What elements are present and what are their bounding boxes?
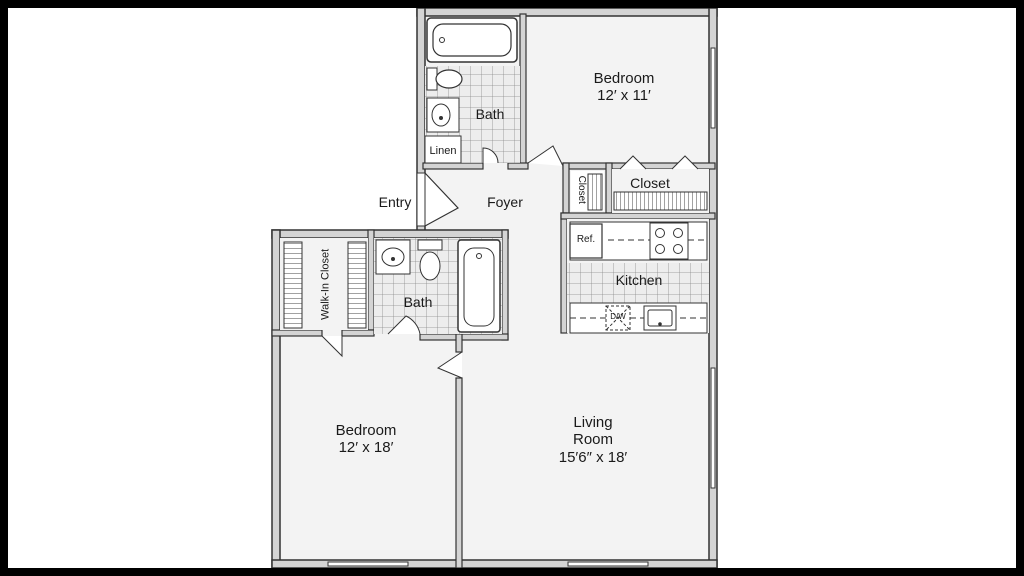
living-room-label: Living Room 15′6″ x 18′ [538, 414, 648, 466]
bedroom-bottom-name: Bedroom [335, 422, 397, 439]
wall-top [416, 8, 718, 17]
bedroom-bottom-dims: 12′ x 18′ [338, 439, 394, 457]
dw-label: D/W [610, 312, 626, 321]
bath-top-label: Bath [475, 106, 505, 122]
floor-plan: Bedroom 12′ x 11′ Bath Linen Entry Foyer… [8, 8, 1016, 568]
bedroom-top-dims: 12′ x 11′ [597, 87, 651, 105]
small-closet-label: Closet [575, 175, 587, 204]
living-door [436, 351, 463, 379]
wall-wing-left [271, 229, 281, 568]
top-bath [424, 17, 520, 164]
walkin-label: Walk-In Closet [319, 248, 332, 320]
kitchen-area [567, 219, 709, 334]
living-name-1: Living [573, 414, 613, 431]
living-name-2: Room [572, 431, 613, 449]
right-closet-label: Closet [630, 175, 670, 191]
small-closet [571, 171, 604, 211]
right-closet [612, 155, 709, 213]
ref-label: Ref. [576, 234, 596, 245]
wall-wing-top [271, 229, 509, 239]
floor-plan-drawing [271, 8, 718, 568]
lower-bath [374, 238, 502, 335]
wall-bottom [271, 559, 718, 568]
linen-label: Linen [429, 145, 457, 157]
living-dims: 15′6″ x 18′ [558, 448, 628, 466]
bedroom-top-name: Bedroom [593, 70, 655, 87]
windows [327, 47, 716, 567]
bedroom-bottom-label: Bedroom 12′ x 18′ [316, 422, 416, 457]
bedroom-top-label: Bedroom 12′ x 11′ [574, 70, 674, 105]
walk-in-closet [280, 238, 368, 358]
top-bedroom-door [527, 145, 564, 167]
kitchen-label: Kitchen [615, 272, 663, 288]
entry-door [416, 172, 459, 227]
bath-bottom-label: Bath [403, 294, 433, 310]
foyer-label: Foyer [487, 194, 523, 210]
entry-label: Entry [378, 194, 412, 210]
